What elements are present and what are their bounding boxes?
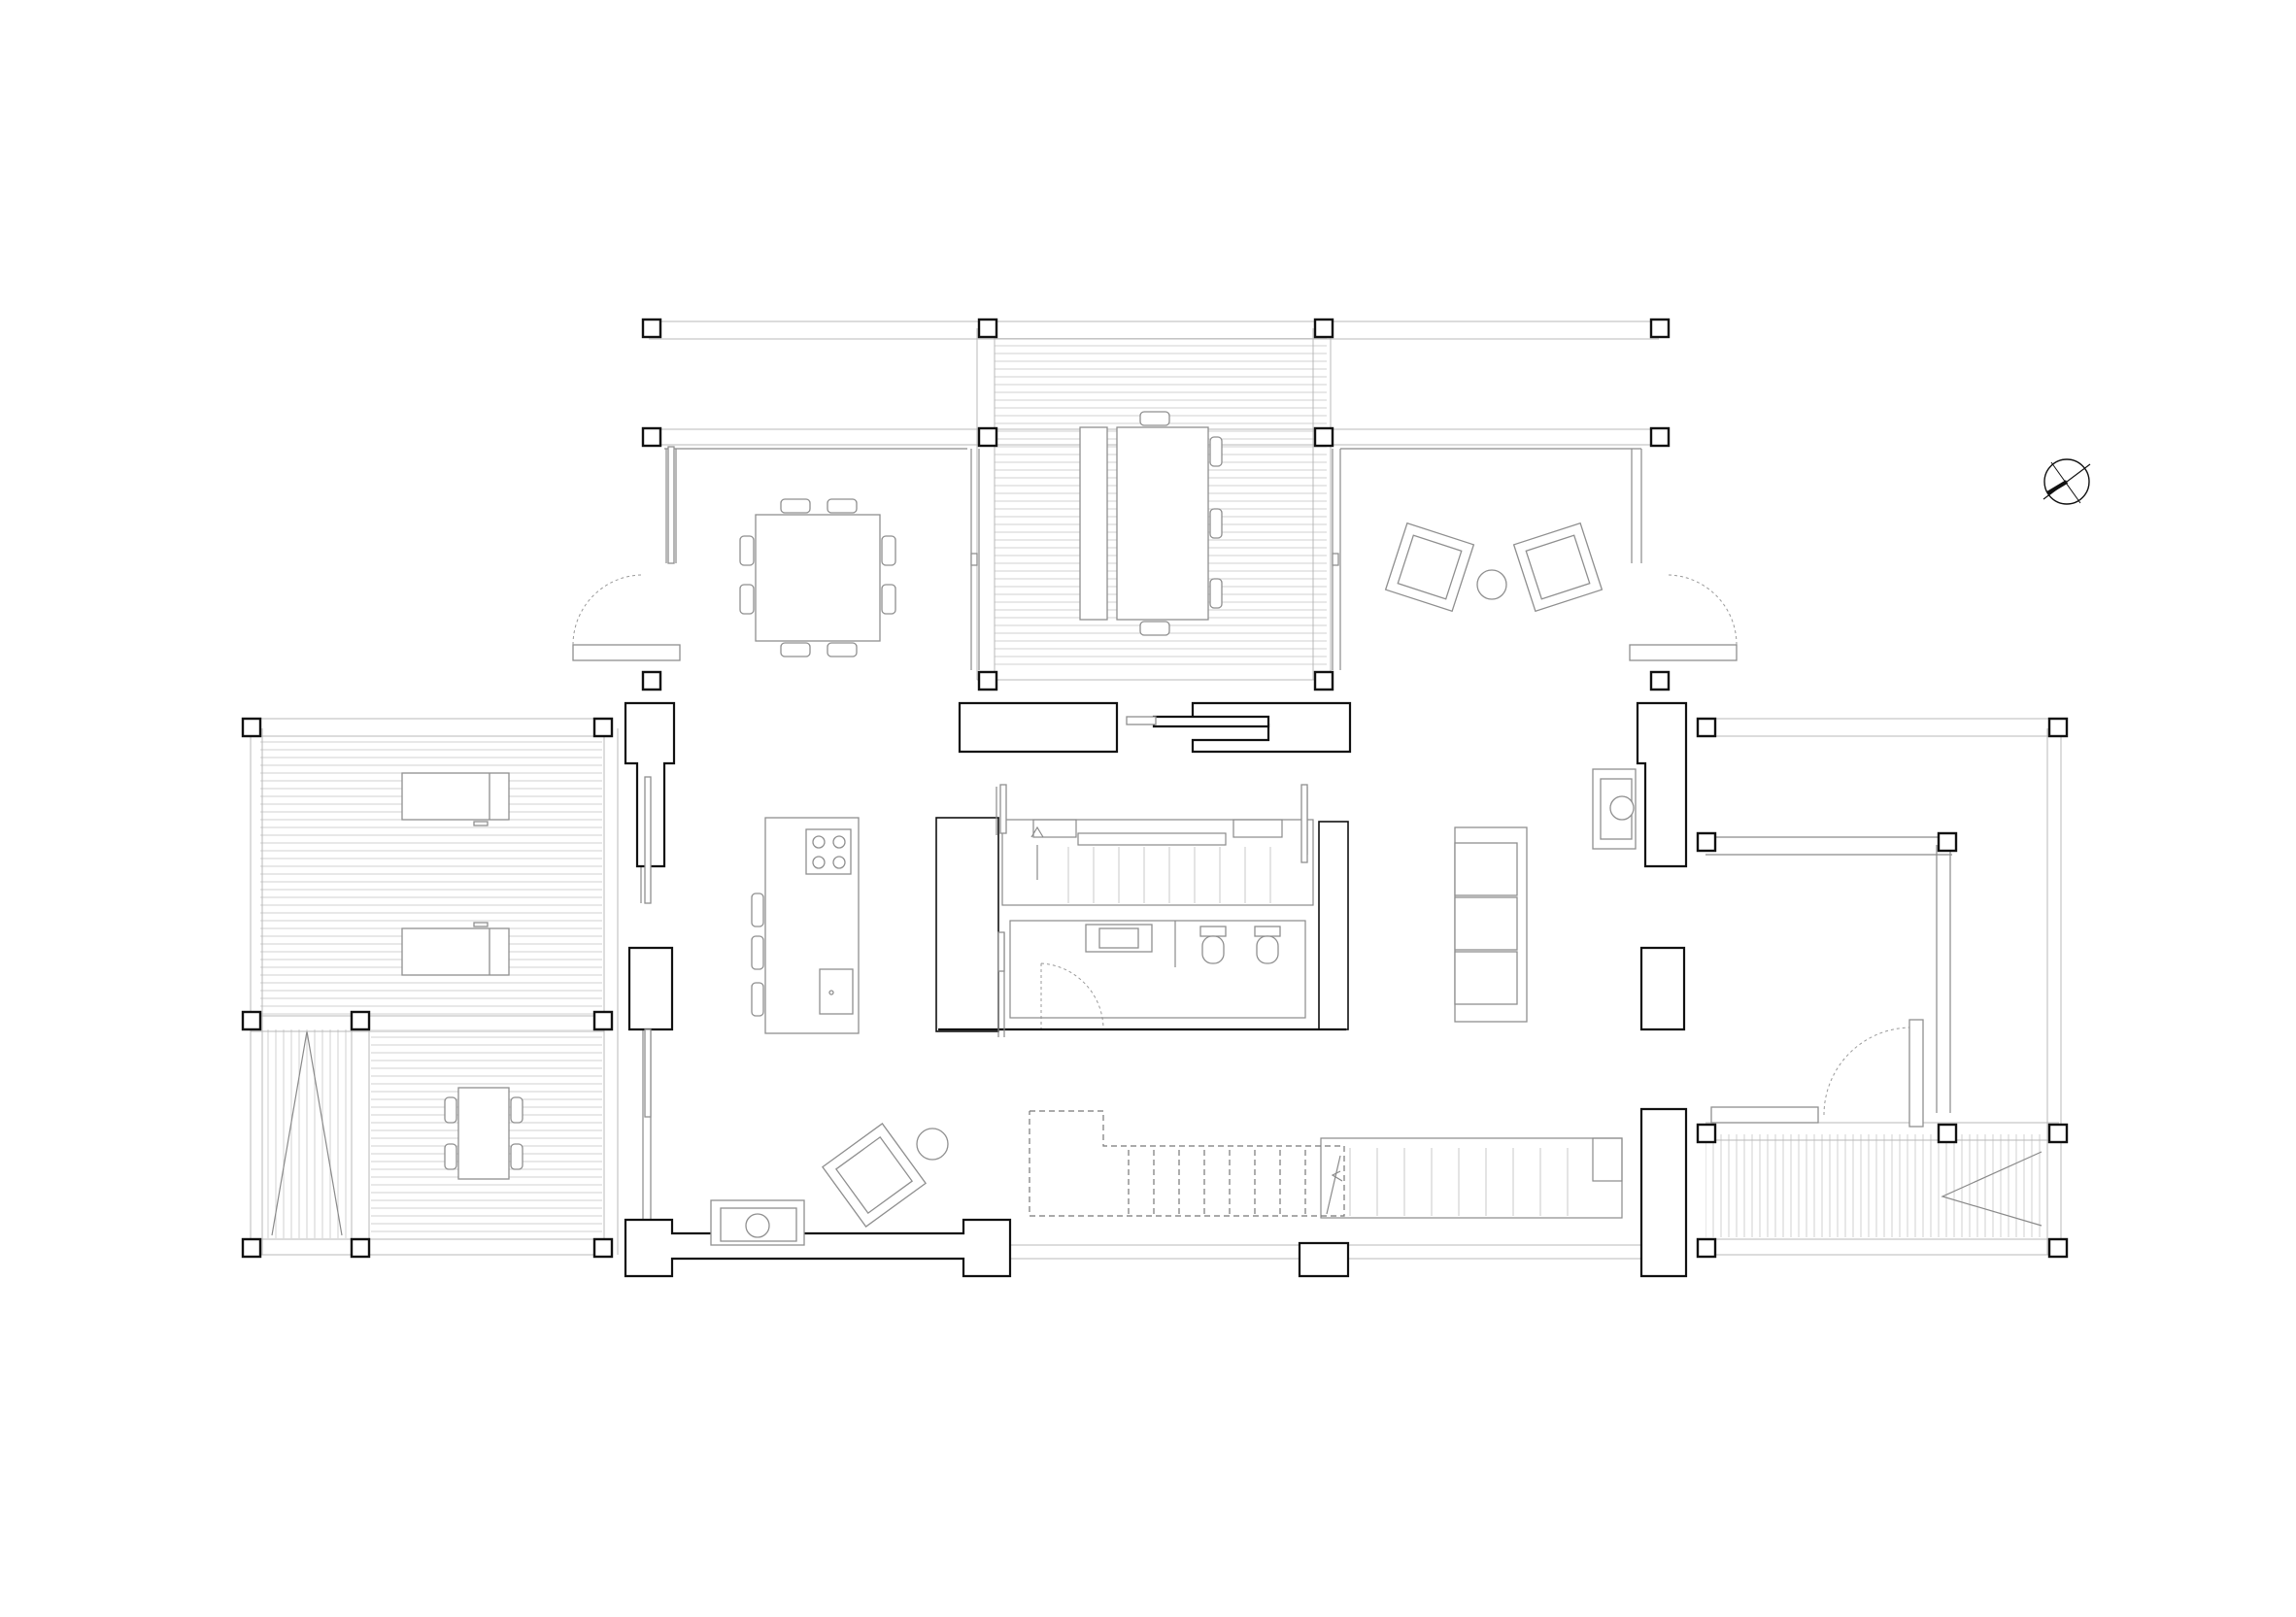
sliding-doors <box>644 446 1339 1118</box>
column-icon <box>350 1237 371 1259</box>
south-stair <box>1029 1110 1623 1219</box>
south-armchair <box>822 1123 949 1228</box>
column-icon <box>592 717 614 738</box>
column-icon <box>1696 1237 1717 1259</box>
column-icon <box>977 426 998 448</box>
ramp-west <box>264 1029 350 1238</box>
column-icon <box>2047 1237 2069 1259</box>
sun-loungers <box>401 772 510 976</box>
lounge-armchairs <box>1384 522 1604 613</box>
column-icon <box>1937 1123 1958 1144</box>
column-icon <box>1649 318 1671 339</box>
column-icon <box>977 670 998 691</box>
deck-east-porch <box>1705 1134 2047 1237</box>
west-terrace-table <box>444 1087 523 1180</box>
column-icon <box>641 426 662 448</box>
kitchen-island <box>751 817 860 1034</box>
column-icon <box>1696 831 1717 853</box>
column-icon <box>1696 1123 1717 1144</box>
sofa <box>1454 826 1528 1023</box>
beams <box>250 320 2062 1260</box>
column-icon <box>592 1237 614 1259</box>
column-icon <box>241 1010 262 1031</box>
column-icon <box>1313 426 1334 448</box>
column-icon <box>2047 1123 2069 1144</box>
column-icon <box>977 318 998 339</box>
column-icon <box>1649 426 1671 448</box>
terrace-table <box>1079 411 1223 636</box>
column-icon <box>241 717 262 738</box>
column-icon <box>350 1010 371 1031</box>
column-icon <box>592 1010 614 1031</box>
fireplace-south <box>710 1199 805 1246</box>
column-icon <box>1313 670 1334 691</box>
bidet-icon <box>1254 926 1281 964</box>
column-icon <box>1649 670 1671 691</box>
column-icon <box>1937 831 1958 853</box>
toilet-icon <box>1199 926 1227 964</box>
column-icon <box>241 1237 262 1259</box>
column-icon <box>641 670 662 691</box>
north-arrow-icon <box>2043 458 2091 505</box>
columns[interactable] <box>241 318 2069 1259</box>
stair-core <box>996 787 1314 1037</box>
column-icon <box>1696 717 1717 738</box>
column-icon <box>2047 717 2069 738</box>
fireplace-east <box>1592 768 1637 850</box>
column-icon <box>1313 318 1334 339</box>
column-icon <box>641 318 662 339</box>
door-swings <box>572 574 1924 1128</box>
dining-table <box>739 498 896 657</box>
